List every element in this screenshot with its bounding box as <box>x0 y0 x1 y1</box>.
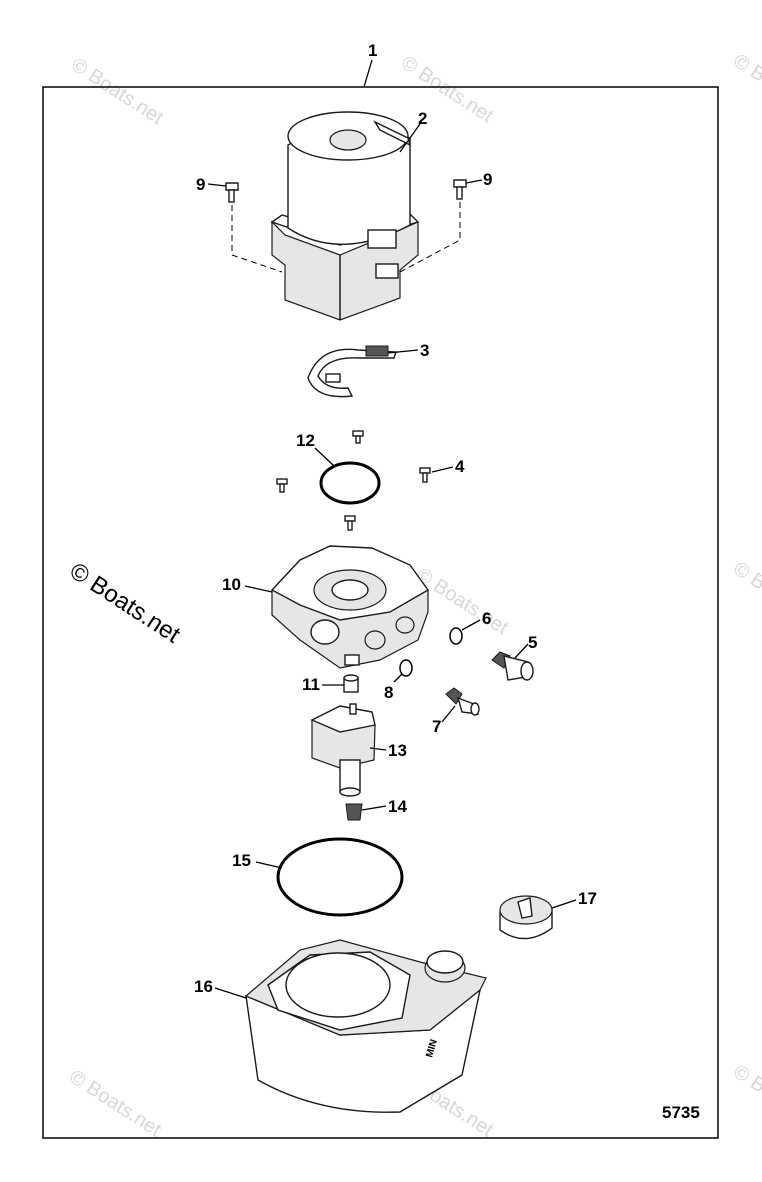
leader-9-right <box>465 179 483 184</box>
o-ring-large <box>276 837 404 917</box>
leader-8 <box>393 673 403 683</box>
callout-17: 17 <box>578 889 597 908</box>
assembly-frame <box>42 86 719 1139</box>
leader-10 <box>244 585 273 593</box>
callout-9-right: 9 <box>483 170 492 189</box>
leader-7 <box>441 705 456 723</box>
leader-15 <box>255 861 283 869</box>
brush-plate <box>307 345 397 398</box>
callout-7: 7 <box>432 717 441 736</box>
filter-14 <box>345 803 363 821</box>
spacer-11 <box>343 674 359 693</box>
watermark-top-right: © Boats.net <box>729 50 762 126</box>
callout-13: 13 <box>388 741 407 760</box>
fitting-5 <box>491 651 534 681</box>
callout-4: 4 <box>455 457 465 476</box>
leader-17 <box>551 899 577 909</box>
pump-motor <box>270 111 420 321</box>
o-ring-small <box>319 461 381 505</box>
reservoir: MIN <box>244 939 487 1113</box>
callout-3: 3 <box>420 341 429 360</box>
motor-screw-right <box>453 179 467 200</box>
leader-3 <box>387 349 419 354</box>
watermark-left-large: © Boats.net <box>65 557 185 648</box>
callout-12: 12 <box>296 431 315 450</box>
leader-14 <box>361 805 387 811</box>
dash-line-left <box>231 205 283 273</box>
callout-1: 1 <box>368 41 377 60</box>
leader-4 <box>431 466 454 473</box>
callout-9-left: 9 <box>196 175 205 194</box>
watermark-top-left: © Boats.net <box>67 54 167 130</box>
drawing-number: 5735 <box>662 1103 700 1122</box>
valve-body <box>310 703 376 797</box>
leader-1 <box>363 59 373 88</box>
callout-15: 15 <box>232 851 251 870</box>
o-ring-6 <box>449 627 463 645</box>
leader-5 <box>514 643 529 659</box>
watermark-bottom-left: © Boats.net <box>65 1066 165 1142</box>
callout-6: 6 <box>482 609 491 628</box>
base-screws <box>276 430 431 531</box>
fitting-7 <box>445 687 480 716</box>
reservoir-min-mark: MIN <box>424 1038 440 1059</box>
watermark-mid-right: © Boats.net <box>729 558 762 634</box>
leader-12 <box>314 447 335 467</box>
leader-13 <box>369 747 387 751</box>
callout-11: 11 <box>302 675 320 694</box>
callout-10: 10 <box>222 575 241 594</box>
watermark-bottom-right: © Boats.net <box>729 1061 762 1137</box>
leader-9-left <box>207 183 227 187</box>
callout-5: 5 <box>528 633 537 652</box>
callout-8: 8 <box>384 683 393 702</box>
leader-2 <box>399 123 421 153</box>
leader-6 <box>461 619 481 631</box>
motor-screw-left <box>225 182 239 203</box>
callout-14: 14 <box>388 797 407 816</box>
o-ring-8 <box>399 659 413 677</box>
callout-16: 16 <box>194 977 213 996</box>
callout-2: 2 <box>418 109 427 128</box>
dash-line-right <box>399 202 461 273</box>
watermark-top-center: © Boats.net <box>397 52 497 128</box>
fill-cap <box>499 895 553 940</box>
leader-16 <box>214 987 247 999</box>
pump-body <box>270 545 430 669</box>
